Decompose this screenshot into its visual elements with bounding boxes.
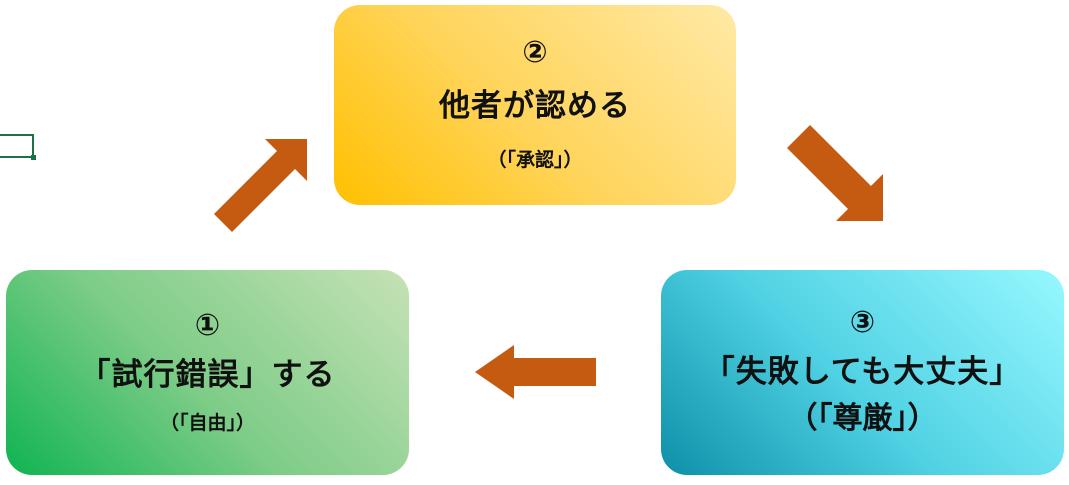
step-2-box: ② 他者が認める （「承認」） <box>334 5 736 205</box>
step-3-number: ③ <box>849 304 876 340</box>
step-1-title: 「試行錯誤」する <box>79 356 336 393</box>
cell-selection-marker[interactable] <box>0 134 36 160</box>
step-1-box: ① 「試行錯誤」する （「自由」） <box>6 270 409 475</box>
step-2-number: ② <box>522 35 548 70</box>
step-3-title: 「失敗しても大丈夫」 <box>703 353 1022 390</box>
step-2-note: （「承認」） <box>487 149 583 172</box>
step-3-box: ③ 「失敗しても大丈夫」 （「尊厳」） <box>661 270 1064 475</box>
step-2-title: 他者が認める <box>439 88 631 124</box>
step-1-number: ① <box>194 307 221 343</box>
arrow-left-icon <box>475 345 596 399</box>
arrow-up-right-icon <box>214 139 307 232</box>
step-1-note: （「自由」） <box>159 411 255 434</box>
arrow-down-right-icon <box>787 125 883 221</box>
step-3-note: （「尊厳」） <box>787 401 938 437</box>
